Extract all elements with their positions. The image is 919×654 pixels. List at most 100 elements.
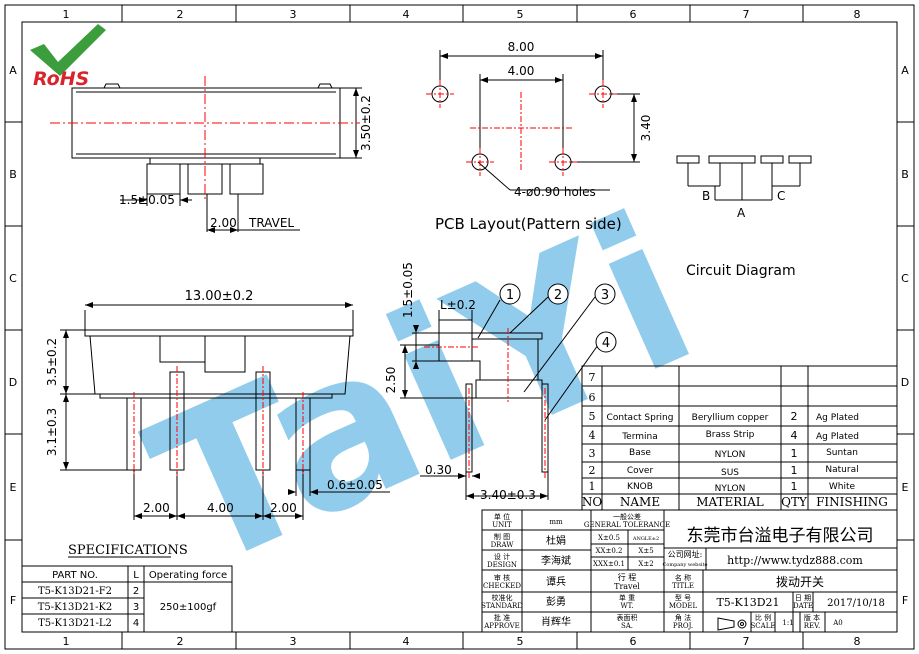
top-view-arrows xyxy=(139,88,359,233)
front-body-height-dim: 3.5±0.2 xyxy=(45,338,59,386)
check-icon xyxy=(30,24,106,76)
tb-website: http://www.tydz888.com xyxy=(727,554,863,567)
tb-appr-cn: 批 准 xyxy=(494,613,510,622)
bom-header-no: NO xyxy=(582,495,603,509)
col-label: 4 xyxy=(403,8,410,21)
col-label: 1 xyxy=(63,8,70,21)
callout-2: 2 xyxy=(554,288,562,303)
side-knob-height-dim: 1.5±0.05 xyxy=(401,262,415,318)
spec-l: 2 xyxy=(133,586,139,597)
front-centerlines xyxy=(133,366,304,476)
top-height-dim: 3.50±0.2 xyxy=(359,95,373,151)
tb-rev-en: REV. xyxy=(804,622,820,630)
bom-material: SUS xyxy=(721,468,739,478)
tb-weight-cn: 单 重 xyxy=(619,593,635,602)
bom-no: 2 xyxy=(589,464,596,477)
tb-proj-en: PROJ. xyxy=(673,622,693,630)
front-pin-length-dim: 3.1±0.3 xyxy=(45,408,59,456)
front-pitch-left: 2.00 xyxy=(143,501,170,515)
bom-qty: 4 xyxy=(791,429,798,442)
tb-check-name: 谭兵 xyxy=(546,575,566,588)
tb-weight-en: WT. xyxy=(620,602,633,610)
travel-dim: 2.00 xyxy=(210,216,237,230)
col-label: 3 xyxy=(290,8,297,21)
tb-model-en: MODEL xyxy=(669,602,698,610)
callout-1: 1 xyxy=(506,288,514,303)
pcb-height-dim: 3.40 xyxy=(639,115,653,142)
top-view xyxy=(71,83,362,232)
bom-no: 4 xyxy=(589,429,596,442)
pcb-layout xyxy=(431,50,640,191)
tb-tol-xxx-angle: X±2 xyxy=(638,560,653,568)
col-label: 3 xyxy=(290,635,297,648)
tb-tol-en: GENERAL TOLERANCE xyxy=(584,521,670,529)
top-view-centerlines xyxy=(50,76,360,200)
tb-model: T5-K13D21 xyxy=(716,596,779,609)
tb-name-cn: 名 称 xyxy=(675,573,691,582)
side-knob-length-dim: L±0.2 xyxy=(440,298,476,312)
rohs-text: RoHS xyxy=(33,68,89,90)
bom-material: Beryllium copper xyxy=(692,413,769,423)
spec-force: 250±100gf xyxy=(160,602,217,613)
pcb-width-outer: 8.00 xyxy=(508,40,535,54)
tb-company: 东莞市台溢电子有限公司 xyxy=(687,526,874,546)
front-pitch-mid: 4.00 xyxy=(207,501,234,515)
tb-appr-en: APPROVE xyxy=(483,622,520,630)
bom-no: 7 xyxy=(589,371,596,384)
bom-name: Termina xyxy=(621,432,658,442)
tb-surface-cn: 表面积 xyxy=(617,613,638,622)
spec-header-part: PART NO. xyxy=(52,570,98,581)
tb-rev: A0 xyxy=(832,619,843,627)
circuit-diagram xyxy=(676,155,812,201)
travel-label: TRAVEL xyxy=(248,216,294,230)
row-label: A xyxy=(9,64,17,77)
spec-part: T5-K13D21-F2 xyxy=(38,586,112,597)
col-label: 7 xyxy=(743,8,750,21)
bom-finishing: Ag Plated xyxy=(816,413,859,423)
spec-header-force: Operating force xyxy=(149,570,227,581)
tb-tol-cn: 一般公差 xyxy=(613,512,641,521)
col-label: 6 xyxy=(630,635,637,648)
bom-name: Contact Spring xyxy=(607,413,674,423)
bom-table: 7 6 5 Contact Spring Beryllium copper 2 … xyxy=(581,365,898,511)
tb-travel-en: Travel xyxy=(614,582,640,591)
bom-material: Brass Strip xyxy=(706,430,755,440)
tb-website-cn: 公司网址: xyxy=(668,549,703,559)
pcb-holes-dim: 4-ø0.90 holes xyxy=(514,185,596,199)
bom-name: Base xyxy=(629,448,651,458)
callouts: 1 2 3 4 xyxy=(499,283,617,353)
col-label: 5 xyxy=(517,8,524,21)
row-label: D xyxy=(9,376,17,389)
tb-design-cn: 设 计 xyxy=(494,552,510,561)
tb-check-cn: 审 核 xyxy=(494,573,510,582)
row-label: A xyxy=(901,64,909,77)
front-view xyxy=(60,304,390,520)
bom-no: 6 xyxy=(589,391,596,404)
bom-qty: 1 xyxy=(791,447,798,460)
tb-product-name: 拨动开关 xyxy=(776,575,824,589)
bom-header-finishing: FINISHING xyxy=(816,495,888,509)
col-label: 2 xyxy=(177,635,184,648)
tb-design-en: DESIGN xyxy=(487,561,517,569)
front-pitch-right: 2.00 xyxy=(270,501,297,515)
pcb-centerlines xyxy=(426,80,617,176)
row-label: D xyxy=(901,376,909,389)
side-centerlines xyxy=(424,328,546,478)
side-pin-thickness-dim: 0.30 xyxy=(425,463,452,477)
circuit-title: Circuit Diagram xyxy=(686,263,796,279)
col-label: 6 xyxy=(630,8,637,21)
bom-header-qty: QTY xyxy=(781,495,808,509)
watermark: TaiYi xyxy=(120,169,726,618)
row-label: B xyxy=(9,168,17,181)
callout-3: 3 xyxy=(601,288,609,303)
bom-header-material: MATERIAL xyxy=(696,495,764,509)
col-label: 7 xyxy=(743,635,750,648)
spec-part: T5-K13D21-K2 xyxy=(38,602,113,613)
bom-no: 3 xyxy=(589,447,596,460)
title-block: 单 位 UNIT mm 一般公差 GENERAL TOLERANCE X±0.5… xyxy=(481,509,898,633)
bom-qty: 2 xyxy=(791,410,798,423)
row-label: F xyxy=(902,594,908,607)
tb-scale-cn: 比 例 xyxy=(755,613,771,622)
tb-scale: 1:1 xyxy=(782,619,793,627)
